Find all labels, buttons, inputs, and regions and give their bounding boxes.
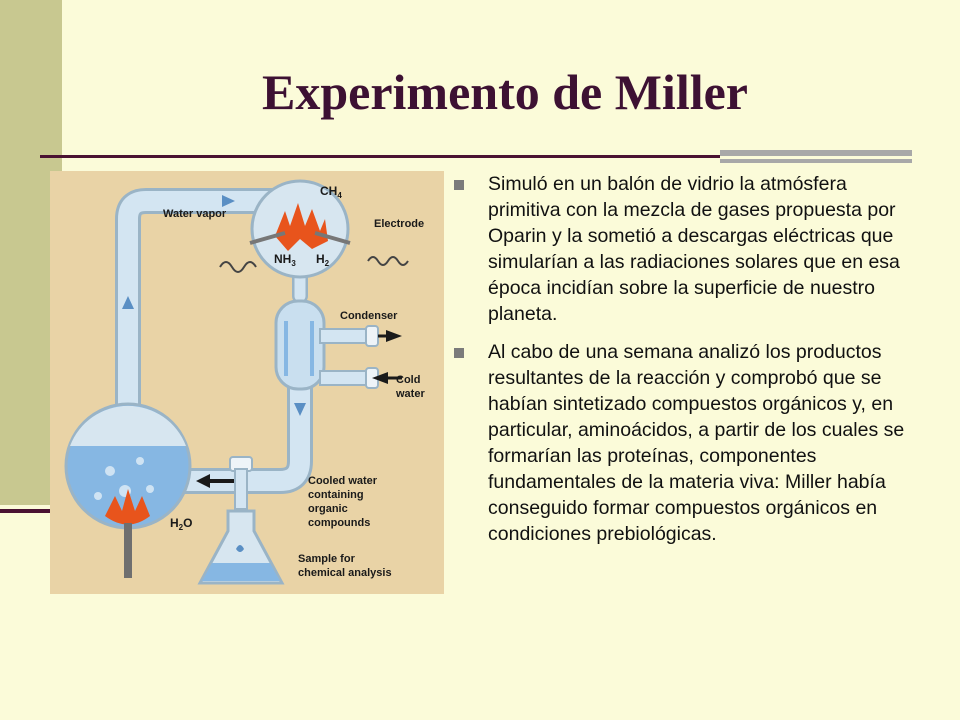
title-divider-accent-lower xyxy=(720,159,912,163)
flame-icon xyxy=(105,489,150,525)
label-cooled-1: Cooled water xyxy=(308,475,378,487)
miller-experiment-diagram: Water vapor CH4 Electrode NH3 H2 Condens… xyxy=(50,171,444,594)
label-h2o: H2O xyxy=(170,516,192,532)
label-nh3: NH3 xyxy=(274,252,296,268)
bullet-square-icon xyxy=(454,348,464,359)
label-cooled-2: containing xyxy=(308,489,364,501)
arrow-in-icon xyxy=(372,372,388,384)
decorative-side-line xyxy=(0,509,50,513)
wire-coil-right-icon xyxy=(367,256,409,266)
arrow-down-icon xyxy=(294,403,306,416)
label-ch4: CH4 xyxy=(320,184,342,200)
spark-icon xyxy=(275,203,328,251)
bullet-item: Al cabo de una semana analizó los produc… xyxy=(454,340,914,547)
bullet-list: Simuló en un balón de vidrio la atmósfer… xyxy=(454,172,914,561)
wire-coil-left-icon xyxy=(219,261,257,273)
label-sample-1: Sample for xyxy=(298,553,356,565)
reaction-flask xyxy=(219,179,409,279)
label-cooled-3: organic xyxy=(308,503,348,515)
arrow-left-icon xyxy=(196,474,210,488)
droplet-icon xyxy=(236,545,244,552)
bullet-item: Simuló en un balón de vidrio la atmósfer… xyxy=(454,172,914,327)
apparatus-svg: Water vapor CH4 Electrode NH3 H2 Condens… xyxy=(64,179,425,585)
label-sample-2: chemical analysis xyxy=(298,567,392,579)
sample-flask xyxy=(197,509,285,585)
bullet-square-icon xyxy=(454,180,464,190)
label-water-vapor: Water vapor xyxy=(163,208,227,220)
stopcock xyxy=(229,456,253,510)
flow-arrows xyxy=(122,195,306,488)
label-electrode: Electrode xyxy=(374,218,424,230)
arrow-right-icon xyxy=(222,195,235,207)
label-cooled-4: compounds xyxy=(308,517,370,529)
arrow-out-icon xyxy=(386,330,402,342)
condenser xyxy=(274,299,402,391)
slide-title: Experimento de Miller xyxy=(262,64,748,120)
label-condenser: Condenser xyxy=(340,310,398,322)
title-divider-accent xyxy=(720,150,912,156)
label-water: water xyxy=(395,388,425,400)
boiling-flask xyxy=(64,402,192,530)
bullet-text: Al cabo de una semana analizó los produc… xyxy=(488,341,905,545)
title-divider xyxy=(40,155,720,158)
bullet-text: Simuló en un balón de vidrio la atmósfer… xyxy=(488,173,900,325)
burner xyxy=(105,489,150,578)
label-h2: H2 xyxy=(316,252,330,268)
label-cold: Cold xyxy=(396,374,420,386)
arrow-up-icon xyxy=(122,296,134,309)
